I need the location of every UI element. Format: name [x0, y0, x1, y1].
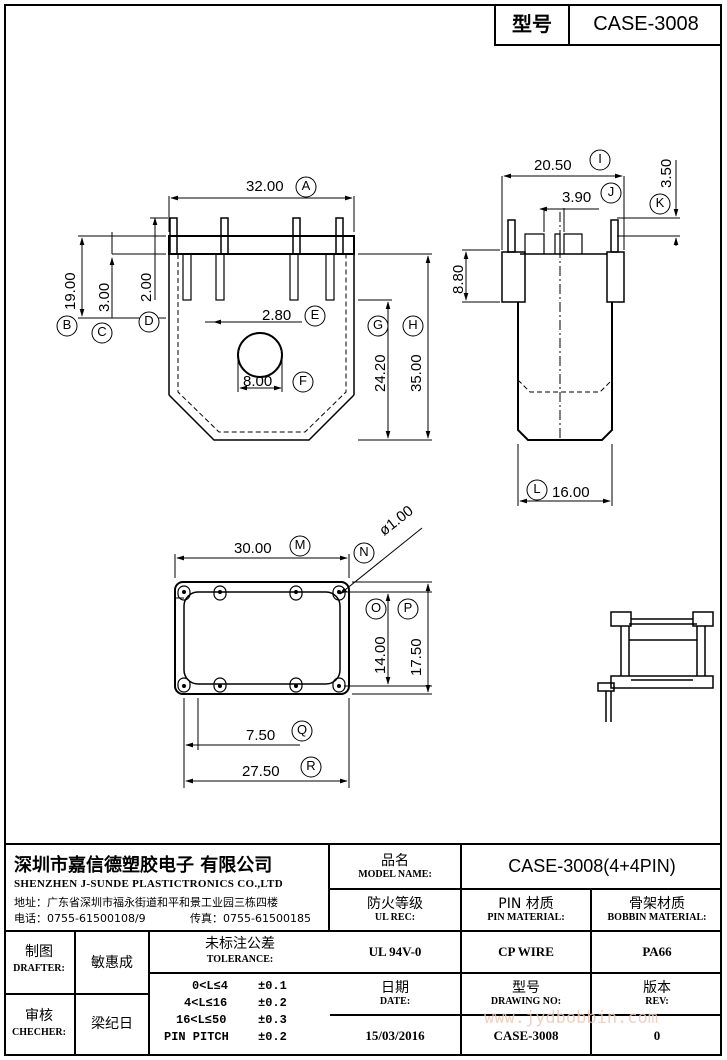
marker-b	[56, 315, 78, 337]
marker-d	[138, 311, 160, 333]
dim-side-h: 8.80	[450, 264, 467, 294]
marker-b-label: B	[62, 317, 72, 332]
model-value: CASE-3008(4+4PIN)	[508, 856, 676, 876]
bottom-view	[174, 527, 432, 788]
marker-i	[589, 149, 611, 171]
marker-r-label: R	[306, 758, 316, 773]
watermark: www.jydbobbin.com	[484, 1008, 658, 1028]
dim-m: 30.00	[234, 540, 272, 557]
dim-o: 14.00	[372, 636, 389, 674]
marker-n-label: N	[359, 544, 369, 559]
dimension-markers	[56, 149, 671, 778]
marker-g-label: G	[372, 317, 384, 332]
company-phone: 电话：0755-61500108/9	[14, 912, 146, 925]
dim-r: 27.50	[242, 763, 280, 780]
drafter-label: 制图 DRAFTER:	[13, 944, 65, 974]
marker-q-label: Q	[296, 722, 308, 737]
marker-c	[91, 322, 113, 344]
tolerance-value-1: ±0.1	[258, 979, 287, 993]
dim-a: 32.00	[246, 178, 284, 195]
marker-c-label: C	[97, 324, 107, 339]
marker-o-label: O	[370, 600, 382, 615]
checker-label: 审核 CHECHER:	[12, 1008, 66, 1038]
tolerance-value-3: ±0.3	[258, 1013, 287, 1027]
marker-j	[600, 182, 622, 204]
marker-e-label: E	[310, 307, 320, 322]
marker-h-label: H	[408, 317, 418, 332]
dim-b: 19.00	[62, 272, 79, 310]
marker-e	[304, 305, 326, 327]
tolerance-value-2: ±0.2	[258, 996, 287, 1010]
header-title-box: 型号 CASE-3008	[494, 4, 722, 46]
drafter-name: 敏惠成	[91, 955, 133, 971]
marker-g	[367, 315, 389, 337]
company-block: 深圳市嘉信德塑胶电子 有限公司 SHENZHEN J-SUNDE PLASTIC…	[4, 845, 330, 931]
marker-j-label: J	[607, 184, 615, 199]
dim-c: 3.00	[96, 282, 113, 312]
pin-material-label: PIN 材质 PIN MATERIAL:	[487, 896, 565, 923]
marker-k-label: K	[655, 195, 665, 210]
marker-l-label: L	[533, 481, 541, 496]
checker-name: 梁纪日	[91, 1016, 133, 1032]
tolerance-range-3: 16<L≤50	[176, 1013, 227, 1027]
dim-p: 17.50	[408, 638, 425, 676]
company-address: 地址：广东省深圳市福永街道和平和景工业园三栋四楼	[14, 896, 278, 909]
technical-drawing	[56, 149, 714, 788]
drawing-no-value: CASE-3008	[493, 1028, 559, 1043]
tolerance-range-2: 4<L≤16	[184, 996, 228, 1010]
rev-value: 0	[653, 1028, 661, 1043]
dim-q: 7.50	[246, 727, 276, 744]
side-view	[462, 160, 680, 506]
header-type-label: 型号	[496, 4, 570, 44]
marker-p-label: P	[403, 600, 413, 615]
ul-label: 防火等级 UL REC:	[367, 896, 423, 923]
tolerance-range-1: 0<L≤4	[192, 979, 229, 993]
title-block	[4, 843, 722, 1056]
drawing-frame	[4, 4, 722, 1056]
marker-q	[291, 720, 313, 742]
marker-m-label: M	[294, 537, 306, 552]
ul-value: UL 94V-0	[368, 944, 422, 959]
marker-f-label: F	[299, 373, 307, 388]
pin-material-value: CP WIRE	[498, 944, 554, 959]
marker-o	[365, 598, 387, 620]
tolerance-label: 未标注公差 TOLERANCE:	[205, 936, 275, 965]
date-label: 日期 DATE:	[379, 980, 411, 1007]
marker-a-label: A	[301, 178, 311, 193]
tolerance-value-4: ±0.2	[258, 1030, 287, 1044]
dim-f: 8.00	[243, 373, 273, 390]
marker-n	[353, 542, 375, 564]
marker-m	[289, 535, 311, 557]
date-value: 15/03/2016	[365, 1028, 425, 1043]
bobbin-material-value: PA66	[642, 944, 672, 959]
dim-j: 3.90	[562, 189, 592, 206]
marker-a	[295, 176, 317, 198]
dim-h: 35.00	[408, 354, 425, 392]
dim-d: 2.00	[138, 272, 155, 302]
company-fax: 传真：0755-61500185	[190, 912, 311, 925]
marker-r	[300, 756, 322, 778]
marker-p	[397, 598, 419, 620]
company-name-en: SHENZHEN J-SUNDE PLASTICTRONICS CO.,LTD	[14, 878, 283, 890]
marker-l	[526, 479, 548, 501]
company-name-cn: 深圳市嘉信德塑胶电子 有限公司	[14, 855, 273, 876]
front-view	[78, 195, 432, 441]
drawing-no-label: 型号 DRAWING NO:	[490, 980, 562, 1007]
marker-i-label: I	[598, 151, 602, 166]
header-type-value: CASE-3008	[593, 13, 699, 35]
marker-k	[649, 193, 671, 215]
rev-label: 版本 REV:	[643, 980, 671, 1007]
dim-g: 24.20	[372, 354, 389, 392]
marker-f	[292, 371, 314, 393]
dim-l: 16.00	[552, 484, 590, 501]
tolerance-range-4: PIN PITCH	[164, 1030, 229, 1044]
marker-h	[402, 315, 424, 337]
small-iso-view	[597, 611, 714, 722]
dim-e: 2.80	[262, 307, 292, 324]
model-label: 品名 MODEL NAME:	[358, 853, 432, 880]
dim-k: 3.50	[658, 158, 675, 188]
marker-d-label: D	[144, 313, 154, 328]
dim-i: 20.50	[534, 157, 572, 174]
bobbin-material-label: 骨架材质 BOBBIN MATERIAL:	[607, 896, 707, 923]
